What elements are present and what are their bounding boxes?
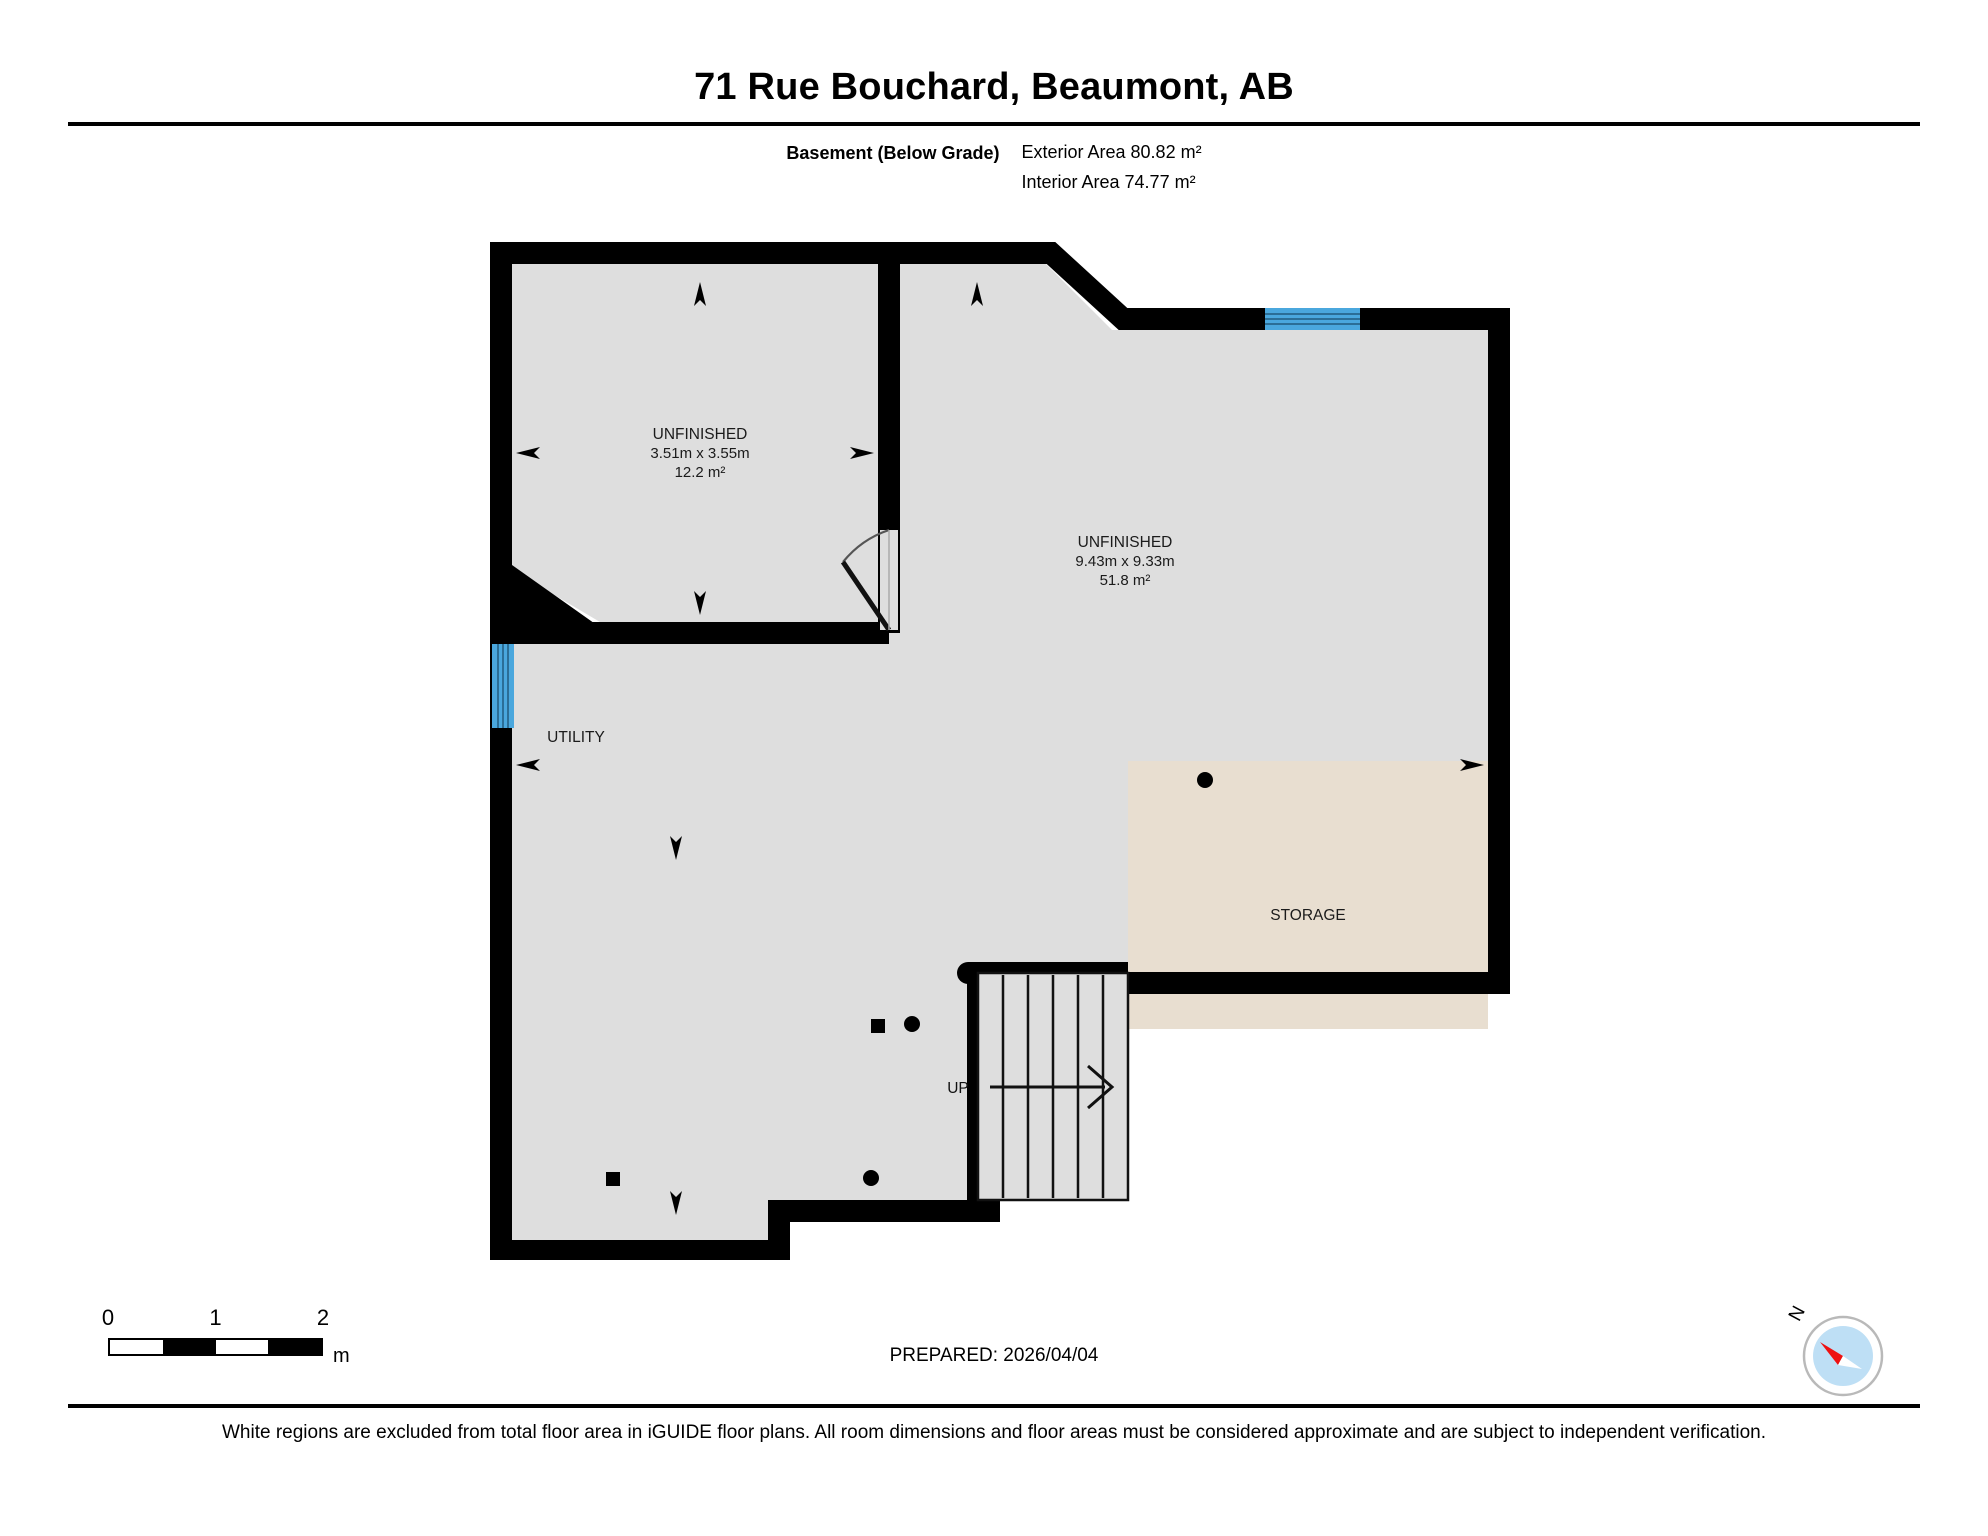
disclaimer-text: White regions are excluded from total fl… [221,1422,1767,1443]
dim-arrow-up-main [971,282,983,306]
room-name-0: UNFINISHED [653,426,748,443]
page-title: 71 Rue Bouchard, Beaumont, AB [694,66,1294,108]
floorplan-canvas: UNFINISHED 3.51m x 3.55m 12.2 m² UNFINIS… [0,240,1988,1260]
dim-arrow-right-left [850,447,874,459]
header-divider [68,122,1920,126]
scale-tick-1: 1 [209,1305,222,1330]
stair-wall-cap [957,962,979,984]
room-area-0: 12.2 m² [675,464,726,481]
dim-arrow-left-left [516,447,540,459]
window-top-right [1265,308,1360,330]
fixture-square-2 [606,1172,620,1186]
scale-bar [108,1338,323,1356]
scale-tick-2: 2 [316,1305,330,1330]
area-summary: Basement (Below Grade) Exterior Area 80.… [0,142,1988,193]
interior-wall-chamfer [512,565,608,633]
level-label: Basement (Below Grade) [786,143,1000,163]
dim-arrow-down-left [694,591,706,615]
room-dims-1: 9.43m x 9.33m [1075,553,1174,570]
compass-rose [1802,1315,1884,1397]
room-label-utility: UTILITY [547,729,605,746]
window-left-upper [492,644,514,728]
room-dims-0: 3.51m x 3.55m [650,445,749,462]
scale-seg-dark-1 [162,1340,216,1354]
room-label-storage: STORAGE [1270,907,1346,924]
scale-seg-dark-2 [268,1340,321,1354]
dim-arrow-up-left [694,282,706,306]
fixture-circle-1 [904,1016,920,1032]
dim-arrow-right-main [1460,759,1484,771]
fixture-circle-3 [1197,772,1213,788]
room-label-unfinished-left: UNFINISHED 3.51m x 3.55m 12.2 m² [650,426,749,481]
compass-needle-north [1820,1342,1843,1365]
fixture-square-1 [871,1019,885,1033]
compass-needle-south [1838,1356,1862,1369]
dimension-arrows [516,282,1484,1215]
dim-arrow-down-mid [670,836,682,860]
dim-arrow-left-utility [516,759,540,771]
scale-unit-label: m [333,1345,350,1367]
room-area-1: 51.8 m² [1100,572,1151,589]
dim-arrow-down-utility [670,1191,682,1215]
door-interior [840,528,898,632]
staircase [976,971,1130,1202]
prepared-date: PREPARED: 2026/04/04 [889,1345,1099,1366]
exterior-area-value: Exterior Area 80.82 m² [1021,142,1202,162]
fixture-circle-2 [863,1170,879,1186]
room-name-1: UNFINISHED [1078,534,1173,551]
room-label-unfinished-main: UNFINISHED 9.43m x 9.33m 51.8 m² [1075,534,1174,589]
room-fill-unfinished-left [512,264,880,622]
fixture-markers [606,772,1213,1186]
stairs-direction-label: UP [947,1080,969,1097]
scale-tick-0: 0 [101,1305,115,1330]
interior-area-value: Interior Area 74.77 m² [1021,172,1196,192]
footer-divider [68,1404,1920,1408]
scale-tick-labels: 0 1 2 [102,1305,329,1330]
floorplan-svg: UNFINISHED 3.51m x 3.55m 12.2 m² UNFINIS… [490,242,1510,1260]
